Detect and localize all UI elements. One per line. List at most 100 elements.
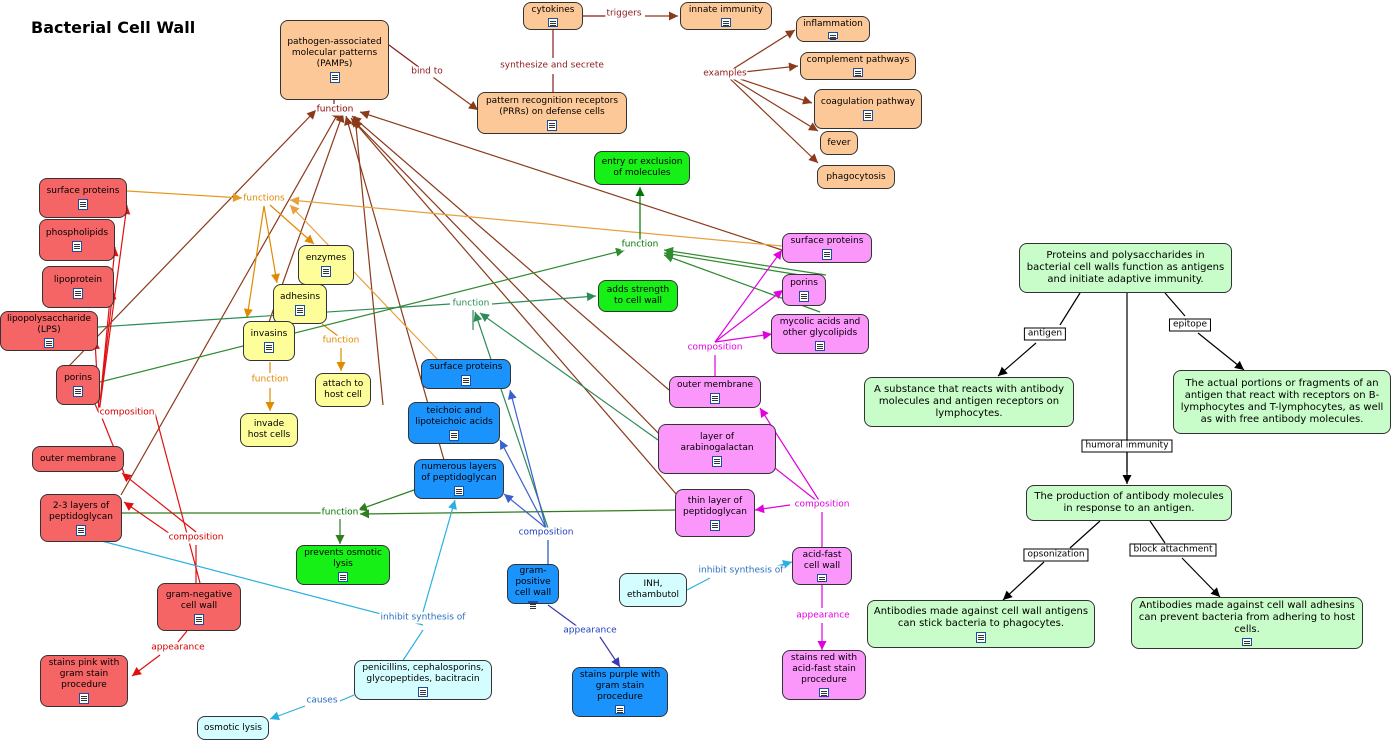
concept-label: thin layer of peptidoglycan xyxy=(683,495,747,517)
connector-line xyxy=(724,73,819,164)
concept-node-sp-red[interactable]: surface proteins xyxy=(39,178,127,218)
connector-line xyxy=(120,109,341,496)
concept-node-prr[interactable]: pattern recognition receptors (PRRs) on … xyxy=(477,92,627,134)
concept-node-invade[interactable]: invade host cells xyxy=(240,413,298,447)
concept-node-coagulation[interactable]: coagulation pathway xyxy=(814,89,922,129)
concept-node-invasins[interactable]: invasins xyxy=(243,321,295,361)
arrowhead xyxy=(468,101,478,110)
document-icon[interactable] xyxy=(73,386,83,397)
concept-node-mycolic[interactable]: mycolic acids and other glycolipids xyxy=(771,314,869,354)
concept-node-innate[interactable]: innate immunity xyxy=(680,2,772,30)
concept-node-phagocytosis[interactable]: phagocytosis xyxy=(817,165,895,189)
document-icon[interactable] xyxy=(547,119,557,131)
arrowhead xyxy=(773,290,783,300)
concept-node-attach[interactable]: attach to host cell xyxy=(315,373,371,407)
link-label-epitope: epitope xyxy=(1168,318,1212,332)
arrowhead xyxy=(1122,475,1132,484)
concept-node-penicillins[interactable]: penicillins, cephalosporins, glycopeptid… xyxy=(354,660,492,700)
concept-node-antigen-def[interactable]: A substance that reacts with antibody mo… xyxy=(864,377,1074,427)
concept-node-pg23[interactable]: 2-3 layers of peptidoglycan xyxy=(40,494,122,542)
document-icon[interactable] xyxy=(828,32,838,40)
concept-node-lps[interactable]: lipopolysaccharide (LPS) xyxy=(0,311,98,351)
link-label-opson: opsonization xyxy=(1023,548,1089,562)
document-icon[interactable] xyxy=(418,687,428,697)
concept-node-phospho[interactable]: phospholipids xyxy=(39,219,115,261)
concept-node-opson[interactable]: Antibodies made against cell wall antige… xyxy=(867,600,1095,648)
concept-node-om-pink[interactable]: outer membrane xyxy=(669,376,761,408)
document-icon[interactable] xyxy=(461,375,471,386)
document-icon[interactable] xyxy=(295,305,305,316)
document-icon[interactable] xyxy=(72,241,82,252)
connector-line xyxy=(177,630,188,643)
document-icon[interactable] xyxy=(976,631,986,643)
concept-node-sp-blue[interactable]: surface proteins xyxy=(421,359,511,389)
document-icon[interactable] xyxy=(863,110,873,121)
document-icon[interactable] xyxy=(78,199,88,210)
document-icon[interactable] xyxy=(819,688,829,697)
concept-node-fever[interactable]: fever xyxy=(820,131,858,155)
document-icon[interactable] xyxy=(712,455,722,467)
document-icon[interactable] xyxy=(710,519,720,531)
concept-node-strength[interactable]: adds strength to cell wall xyxy=(598,280,678,312)
concept-node-osmotic-prev[interactable]: prevents osmotic lysis xyxy=(296,545,390,585)
document-icon[interactable] xyxy=(1242,638,1252,646)
document-icon[interactable] xyxy=(44,338,54,348)
document-icon[interactable] xyxy=(338,572,348,582)
document-icon[interactable] xyxy=(822,249,832,260)
document-icon[interactable] xyxy=(721,18,731,27)
concept-node-cytokines[interactable]: cytokines xyxy=(523,2,583,30)
document-icon[interactable] xyxy=(321,266,331,277)
document-icon[interactable] xyxy=(528,600,538,609)
connector-line xyxy=(686,577,711,591)
concept-node-teichoic[interactable]: teichoic and lipoteichoic acids xyxy=(408,402,500,444)
concept-node-enzymes[interactable]: enzymes xyxy=(298,245,354,285)
document-icon[interactable] xyxy=(79,693,89,704)
concept-node-pink-stain[interactable]: stains pink with gram stain procedure xyxy=(40,655,128,707)
connector-line xyxy=(499,439,547,529)
connector-line xyxy=(126,190,243,199)
concept-node-adhesins[interactable]: adhesins xyxy=(273,284,327,324)
document-icon[interactable] xyxy=(615,705,625,714)
concept-node-grampos[interactable]: gram-positive cell wall xyxy=(507,564,559,609)
document-icon[interactable] xyxy=(449,429,459,441)
link-label-func-str: function xyxy=(451,298,491,310)
concept-node-antigens[interactable]: Proteins and polysaccharides in bacteria… xyxy=(1019,243,1232,293)
concept-node-lipoprot[interactable]: lipoprotein xyxy=(42,266,114,308)
concept-node-porins-red[interactable]: porins xyxy=(56,365,100,405)
link-label-appear-blue: appearance xyxy=(562,625,618,637)
document-icon[interactable] xyxy=(799,291,809,302)
document-icon[interactable] xyxy=(817,574,827,582)
document-icon[interactable] xyxy=(548,18,558,27)
concept-node-arabino[interactable]: layer of arabinogalactan xyxy=(658,424,776,474)
document-icon[interactable] xyxy=(76,524,86,536)
concept-node-epitope-def[interactable]: The actual portions or fragments of an a… xyxy=(1173,370,1391,434)
document-icon[interactable] xyxy=(73,288,83,299)
concept-node-gramneg[interactable]: gram-negative cell wall xyxy=(157,583,241,631)
concept-node-inh[interactable]: INH, ethambutol xyxy=(619,573,687,607)
concept-node-sp-pink[interactable]: surface proteins xyxy=(782,233,872,263)
concept-node-osmotic-lysis[interactable]: osmotic lysis xyxy=(197,716,269,740)
link-label-block: block attachment xyxy=(1129,543,1217,557)
document-icon[interactable] xyxy=(329,72,340,83)
concept-node-complement[interactable]: complement pathways xyxy=(800,52,916,80)
concept-node-porins-pink[interactable]: porins xyxy=(782,274,826,306)
document-icon[interactable] xyxy=(264,342,274,353)
concept-node-red-stain[interactable]: stains red with acid-fast stain procedur… xyxy=(782,650,866,700)
concept-node-pamps[interactable]: pathogen-associated molecular patterns (… xyxy=(280,20,389,100)
connector-line xyxy=(351,115,670,391)
connector-line xyxy=(98,289,114,414)
document-icon[interactable] xyxy=(194,613,204,625)
document-icon[interactable] xyxy=(815,341,825,351)
concept-node-inflammation[interactable]: inflammation xyxy=(796,16,870,42)
document-icon[interactable] xyxy=(454,486,464,496)
concept-node-numerous[interactable]: numerous layers of peptidoglycan xyxy=(414,459,504,499)
concept-node-thinpg[interactable]: thin layer of peptidoglycan xyxy=(675,489,755,537)
document-icon[interactable] xyxy=(710,393,720,404)
concept-node-antibody-prod[interactable]: The production of antibody molecules in … xyxy=(1026,485,1232,521)
concept-node-om-red[interactable]: outer membrane xyxy=(32,446,124,472)
concept-node-entry[interactable]: entry or exclusion of molecules xyxy=(594,151,690,185)
concept-node-purple-stain[interactable]: stains purple with gram stain procedure xyxy=(572,667,668,717)
document-icon[interactable] xyxy=(853,68,863,77)
concept-node-block[interactable]: Antibodies made against cell wall adhesi… xyxy=(1131,597,1363,649)
concept-node-acidfast[interactable]: acid-fast cell wall xyxy=(792,547,852,585)
